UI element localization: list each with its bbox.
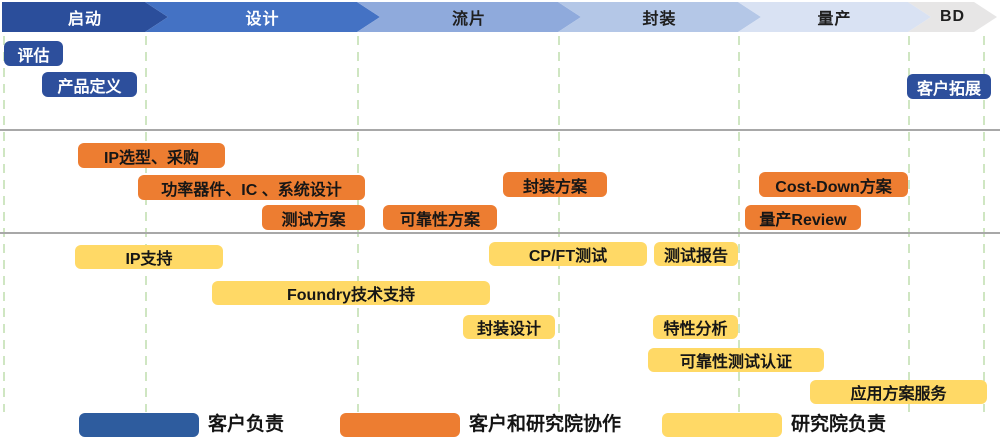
task-cost-down-plan: Cost-Down方案 (759, 172, 908, 197)
legend-item-collab: 客户和研究院协作 (340, 413, 621, 437)
task-evaluation: 评估 (4, 41, 63, 66)
phase-chevron-package: 封装 (558, 2, 761, 32)
phase-gridline-1 (145, 36, 147, 412)
legend-swatch-customer (79, 413, 199, 437)
legend-swatch-institute (662, 413, 782, 437)
legend-label-institute: 研究院负责 (791, 414, 887, 435)
legend-label-customer: 客户负责 (208, 414, 285, 435)
phase-gridline-3 (558, 36, 560, 412)
task-test-plan: 测试方案 (262, 205, 365, 230)
task-mass-production-review: 量产Review (745, 205, 861, 230)
legend-item-customer: 客户负责 (79, 413, 284, 437)
phase-chevron-start: 启动 (2, 2, 168, 32)
legend-swatch-collab (340, 413, 460, 437)
task-cp-ft-test: CP/FT测试 (489, 242, 647, 266)
task-package-plan: 封装方案 (503, 172, 607, 197)
phase-gridline-0 (3, 36, 5, 412)
task-power-device-ic-system-design: 功率器件、IC 、系统设计 (138, 175, 365, 200)
task-characteristic-analysis: 特性分析 (653, 315, 738, 339)
task-application-solution-service: 应用方案服务 (810, 380, 987, 404)
phase-gridline-5 (908, 36, 910, 412)
task-reliability-plan: 可靠性方案 (383, 205, 497, 230)
section-divider-1 (0, 129, 1000, 131)
phase-gridline-4 (738, 36, 740, 412)
legend-label-collab: 客户和研究院协作 (469, 414, 622, 435)
task-ip-selection-procurement: IP选型、采购 (78, 143, 225, 168)
legend-item-institute: 研究院负责 (662, 413, 886, 437)
task-ip-support: IP支持 (75, 245, 223, 269)
task-test-report: 测试报告 (654, 242, 738, 266)
task-foundry-tech-support: Foundry技术支持 (212, 281, 490, 305)
phase-chevron-mass-production: 量产 (738, 2, 931, 32)
phase-gridline-6 (983, 36, 985, 412)
task-reliability-test-certification: 可靠性测试认证 (648, 348, 824, 372)
task-customer-expansion: 客户拓展 (907, 74, 991, 99)
phase-chevron-tapeout: 流片 (357, 2, 581, 32)
task-product-definition: 产品定义 (42, 72, 137, 97)
section-divider-2 (0, 232, 1000, 234)
task-package-design: 封装设计 (463, 315, 555, 339)
phase-chevron-design: 设计 (145, 2, 380, 32)
